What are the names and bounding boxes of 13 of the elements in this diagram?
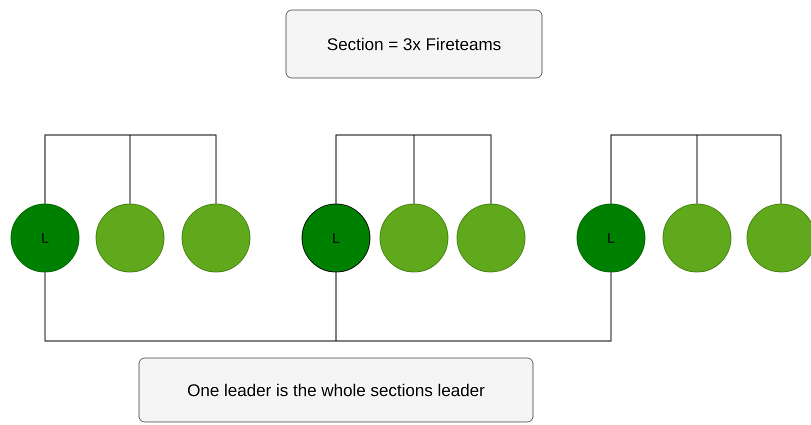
member-circle (96, 204, 164, 272)
text-box: Section = 3x Fireteams (286, 10, 542, 78)
member-circle (662, 204, 732, 272)
connector-line (44, 272, 336, 342)
text-box: One leader is the whole sections leader (138, 358, 534, 422)
member-circle (746, 204, 811, 272)
connector-line (44, 134, 216, 204)
connector-line (336, 272, 612, 342)
member-circle (182, 204, 250, 272)
connector-line (336, 134, 492, 204)
member-circle (456, 204, 526, 272)
connector-line (610, 134, 782, 204)
member-circle (380, 204, 448, 272)
